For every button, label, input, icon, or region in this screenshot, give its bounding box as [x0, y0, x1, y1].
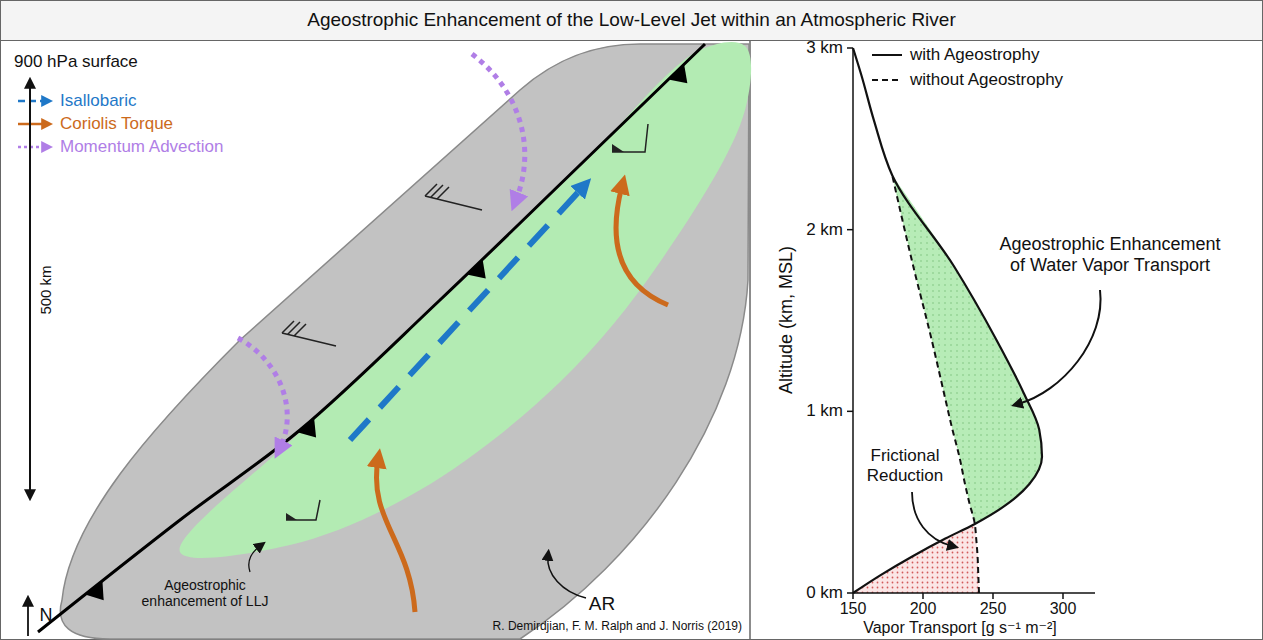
front-triangle — [85, 581, 104, 600]
axis-title: Vapor Transport [g s⁻¹ m⁻²] — [863, 619, 1057, 637]
north-label: N — [40, 605, 53, 626]
legend-sample — [18, 100, 46, 103]
coriolis-arrow — [376, 460, 415, 612]
legend-sample — [18, 146, 46, 149]
axis-tick-label: 200 — [910, 600, 937, 618]
x-axis — [853, 592, 1095, 594]
legend-text: with Ageostrophy — [910, 45, 1039, 65]
axis-tick-label: 2 km — [806, 220, 843, 240]
momentum-arrow — [238, 338, 287, 448]
leader-line — [249, 546, 260, 572]
profile-with — [853, 48, 1042, 593]
axis-tick-label: 300 — [1050, 600, 1077, 618]
panel-heading: 900 hPa surface — [14, 52, 138, 72]
tick — [847, 229, 853, 231]
annotation: Ageostrophic Enhancement of Water Vapor … — [993, 234, 1228, 275]
legend-text: without Ageostrophy — [910, 70, 1063, 90]
front-triangle — [668, 64, 687, 83]
axis-tick-label: 150 — [840, 600, 867, 618]
isallobaric-arrow — [350, 187, 583, 440]
tick — [1062, 593, 1064, 599]
axis-title: Altitude (km, MSL) — [776, 246, 797, 394]
wind-barb-flag — [286, 144, 624, 520]
front-triangle — [467, 259, 486, 278]
axis-tick-label: 3 km — [806, 38, 843, 58]
cold-front — [38, 44, 705, 632]
region-label: AR — [589, 593, 615, 615]
scale-bar — [29, 84, 31, 494]
tick — [847, 47, 853, 49]
y-axis — [852, 48, 854, 593]
scale-label: 500 km — [37, 265, 54, 314]
profile-without — [892, 175, 979, 593]
coriolis-arrow — [616, 186, 668, 305]
title: Ageostrophic Enhancement of the Low-Leve… — [0, 0, 1263, 40]
axis-tick-label: 250 — [980, 600, 1007, 618]
legend-sample — [872, 54, 902, 56]
momentum-arrow — [472, 54, 525, 200]
axis-tick-label: 1 km — [806, 402, 843, 422]
legend-sample — [872, 79, 902, 81]
leader-line — [548, 556, 586, 598]
tick — [922, 593, 924, 599]
north-arrow — [27, 602, 29, 636]
tick — [852, 593, 854, 599]
legend-sample — [18, 123, 46, 126]
credit: R. Demirdjian, F. M. Ralph and J. Norris… — [493, 620, 742, 634]
tick — [847, 592, 853, 594]
leader-line — [1018, 290, 1101, 404]
leader-line — [912, 492, 952, 546]
tick — [992, 593, 994, 599]
legend-text: Isallobaric — [60, 91, 137, 111]
axis-tick-label: 0 km — [806, 583, 843, 603]
llj-band — [180, 42, 752, 558]
legend-text: Coriolis Torque — [60, 114, 173, 134]
tick — [847, 411, 853, 413]
title-bar — [1, 1, 1263, 41]
front-triangle — [297, 418, 316, 437]
legend-text: Momentum Advection — [60, 137, 223, 157]
panel-frame — [750, 41, 1263, 640]
annotation: Frictional Reduction — [855, 446, 955, 485]
wind-barb — [282, 124, 648, 520]
frictional-area — [853, 524, 979, 593]
band-label: Ageostrophic enhancement of LLJ — [139, 577, 271, 609]
